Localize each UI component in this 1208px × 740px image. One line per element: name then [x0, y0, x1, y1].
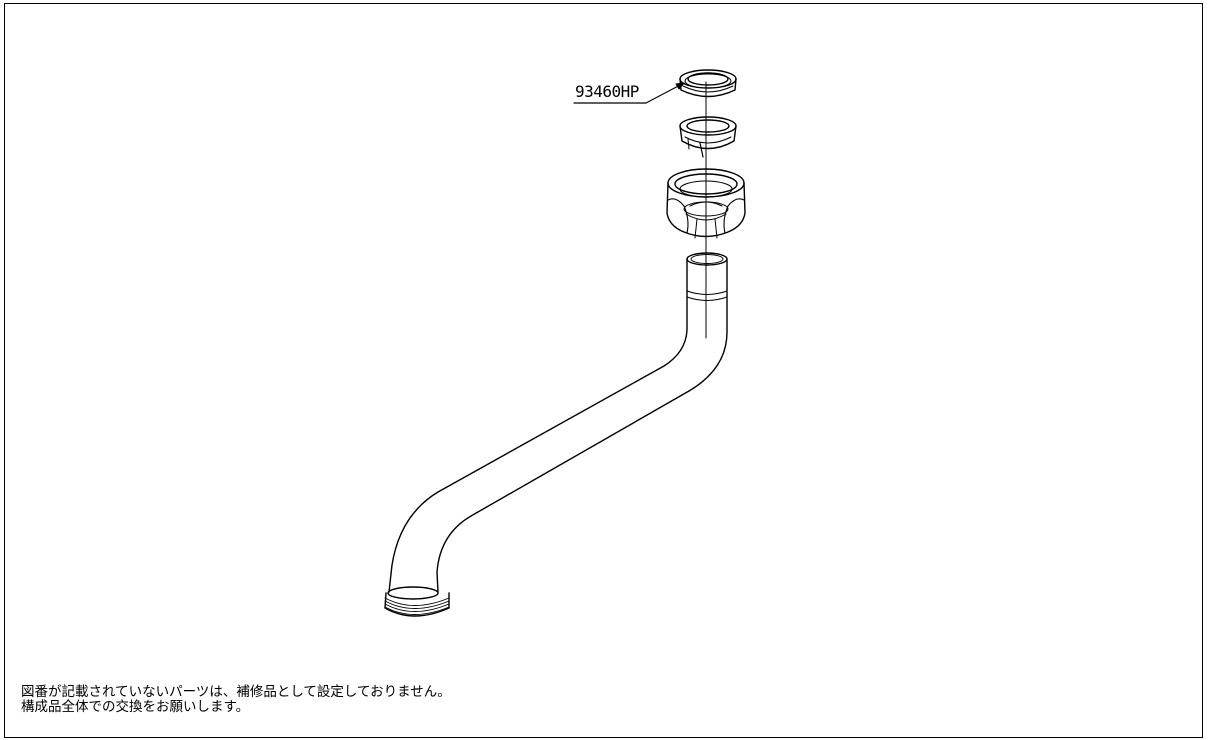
drawing-frame — [4, 3, 1203, 738]
notes-block: 図番が記載されていないパーツは、補修品として設定しておりません。 構成品全体での… — [21, 684, 451, 716]
packing-ring-part — [679, 69, 737, 98]
split-ring-part — [679, 116, 737, 158]
spout-pipe-part — [384, 252, 728, 617]
note-line-1: 図番が記載されていないパーツは、補修品として設定しておりません。 — [21, 684, 451, 700]
cap-nut-part — [666, 168, 746, 239]
part-number-callout: 93460HP — [575, 82, 639, 101]
note-line-2: 構成品全体での交換をお願いします。 — [21, 699, 250, 716]
